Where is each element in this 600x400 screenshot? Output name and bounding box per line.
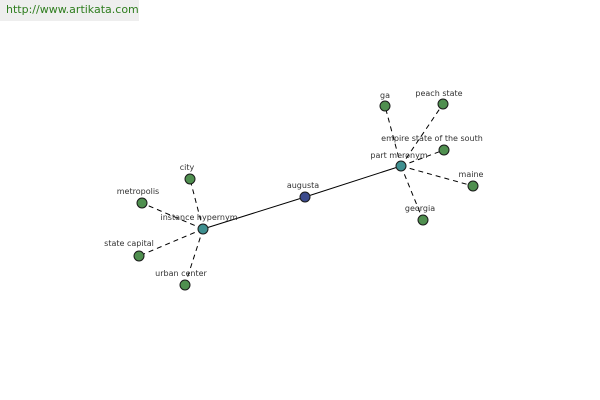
edge-part-meronym-to-georgia	[400, 165, 424, 221]
node-georgia[interactable]	[417, 214, 429, 226]
label-layer: augusta part meronym instance hypernym ga pe…	[104, 89, 483, 278]
node-ga[interactable]	[379, 100, 391, 112]
node-label-state-capital: state capital	[104, 239, 154, 248]
edge-instance-hypernym-to-state-capital	[138, 228, 204, 257]
node-label-metropolis: metropolis	[117, 187, 159, 196]
node-label-city: city	[180, 163, 195, 172]
edge-layer	[138, 103, 474, 286]
edge-instance-hypernym-to-metropolis	[141, 202, 204, 230]
node-state-capital[interactable]	[133, 250, 145, 262]
source-banner: http://www.artikata.com	[0, 0, 139, 21]
node-label-ga: ga	[380, 91, 390, 100]
node-empire-state-of-the-south[interactable]	[438, 144, 450, 156]
node-peach-state[interactable]	[437, 98, 449, 110]
node-label-peach-state: peach state	[415, 89, 462, 98]
node-maine[interactable]	[467, 180, 479, 192]
node-urban-center[interactable]	[179, 279, 191, 291]
edge-augusta-to-part-meronym	[304, 165, 402, 198]
node-part-meronym[interactable]	[395, 160, 407, 172]
node-layer	[133, 98, 479, 291]
edge-part-meronym-to-empire-state-of-the-south	[400, 149, 445, 167]
node-augusta[interactable]	[299, 191, 311, 203]
edge-part-meronym-to-ga	[384, 105, 402, 167]
node-metropolis[interactable]	[136, 197, 148, 209]
node-label-georgia: georgia	[405, 204, 435, 213]
node-label-part-meronym: part meronym	[370, 151, 427, 160]
edge-augusta-to-instance-hypernym	[202, 196, 306, 230]
edge-part-meronym-to-peach-state	[400, 103, 444, 167]
node-label-augusta: augusta	[287, 181, 319, 190]
node-label-empire-state-of-the-south: empire state of the south	[381, 134, 483, 143]
edge-instance-hypernym-to-urban-center	[184, 228, 204, 286]
node-label-instance-hypernym: instance hypernym	[161, 213, 238, 222]
node-city[interactable]	[184, 173, 196, 185]
node-label-maine: maine	[459, 170, 484, 179]
source-link[interactable]: http://www.artikata.com	[6, 3, 139, 16]
node-label-urban-center: urban center	[155, 269, 207, 278]
edge-part-meronym-to-maine	[400, 165, 474, 187]
node-instance-hypernym[interactable]	[197, 223, 209, 235]
